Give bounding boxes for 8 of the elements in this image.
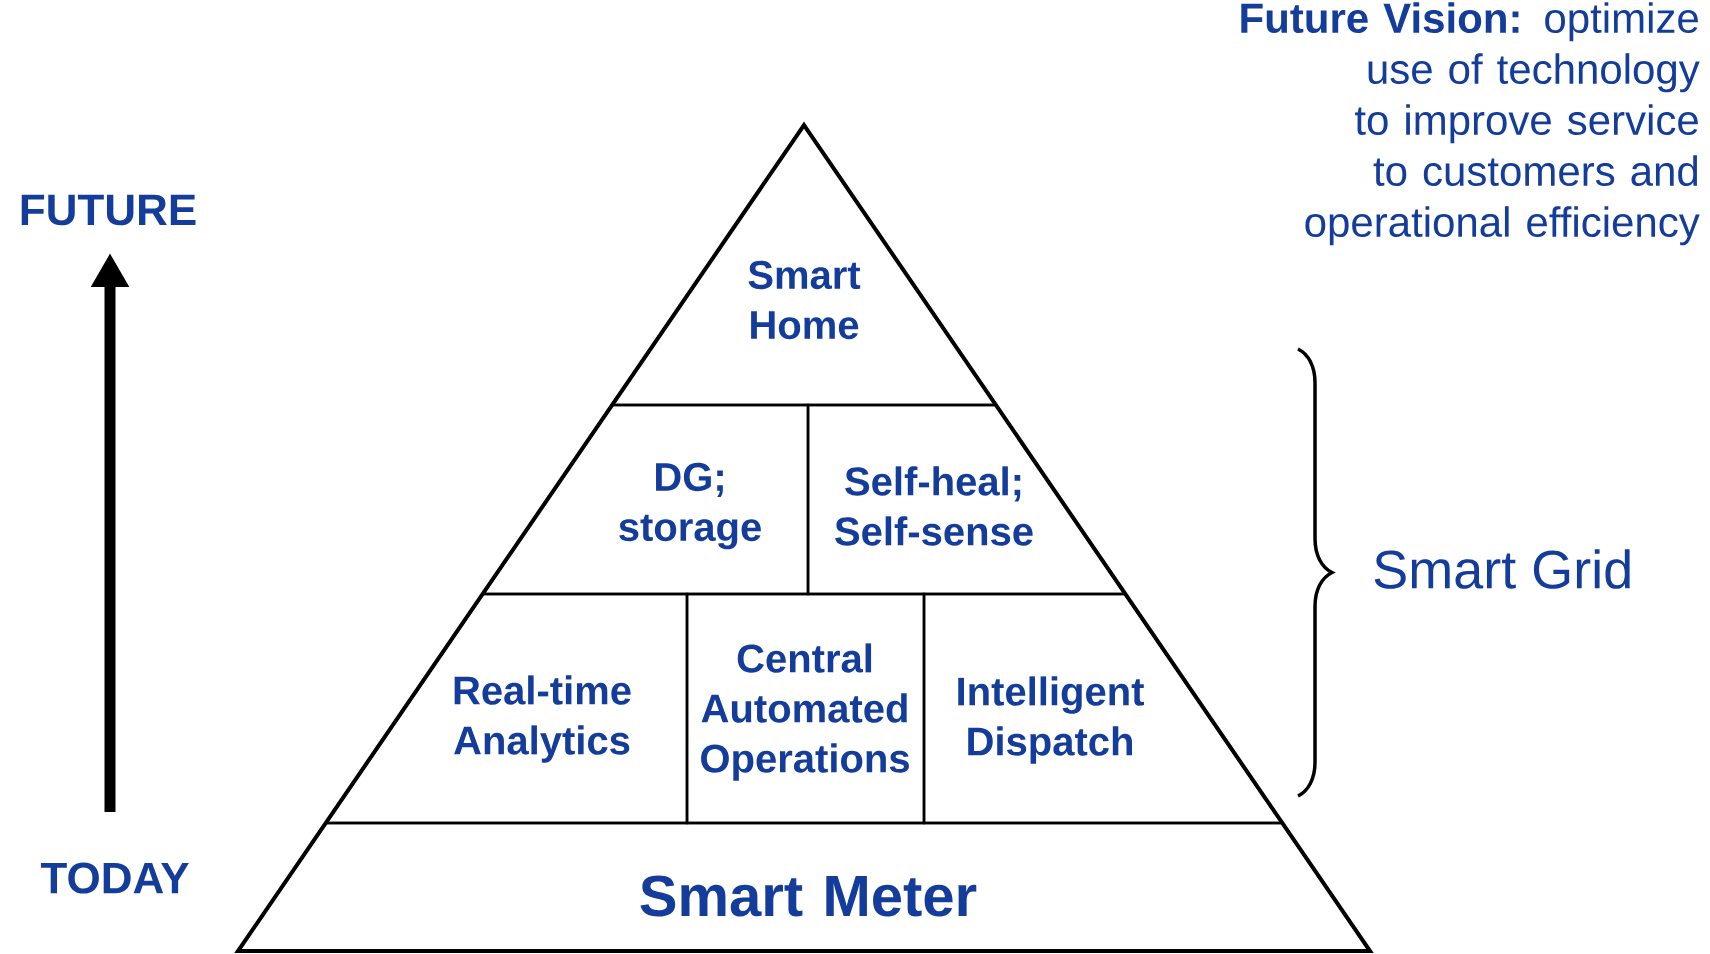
pyramid-section: Self-heal; Self-sense: [806, 403, 1128, 596]
axis-label: FUTURE: [21, 194, 196, 226]
vision-statement: Future Vision: optimize use of technology to improve service to customers and operational efficiency: [1241, 2, 1700, 246]
brace-label: Smart Grid: [1374, 549, 1630, 589]
axis-label: TODAY: [40, 862, 189, 894]
node-label: Smart Home: [748, 260, 861, 340]
pyramid-section: Central Automated Operations: [685, 592, 926, 825]
pyramid-section: Intelligent Dispatch: [922, 592, 1285, 825]
